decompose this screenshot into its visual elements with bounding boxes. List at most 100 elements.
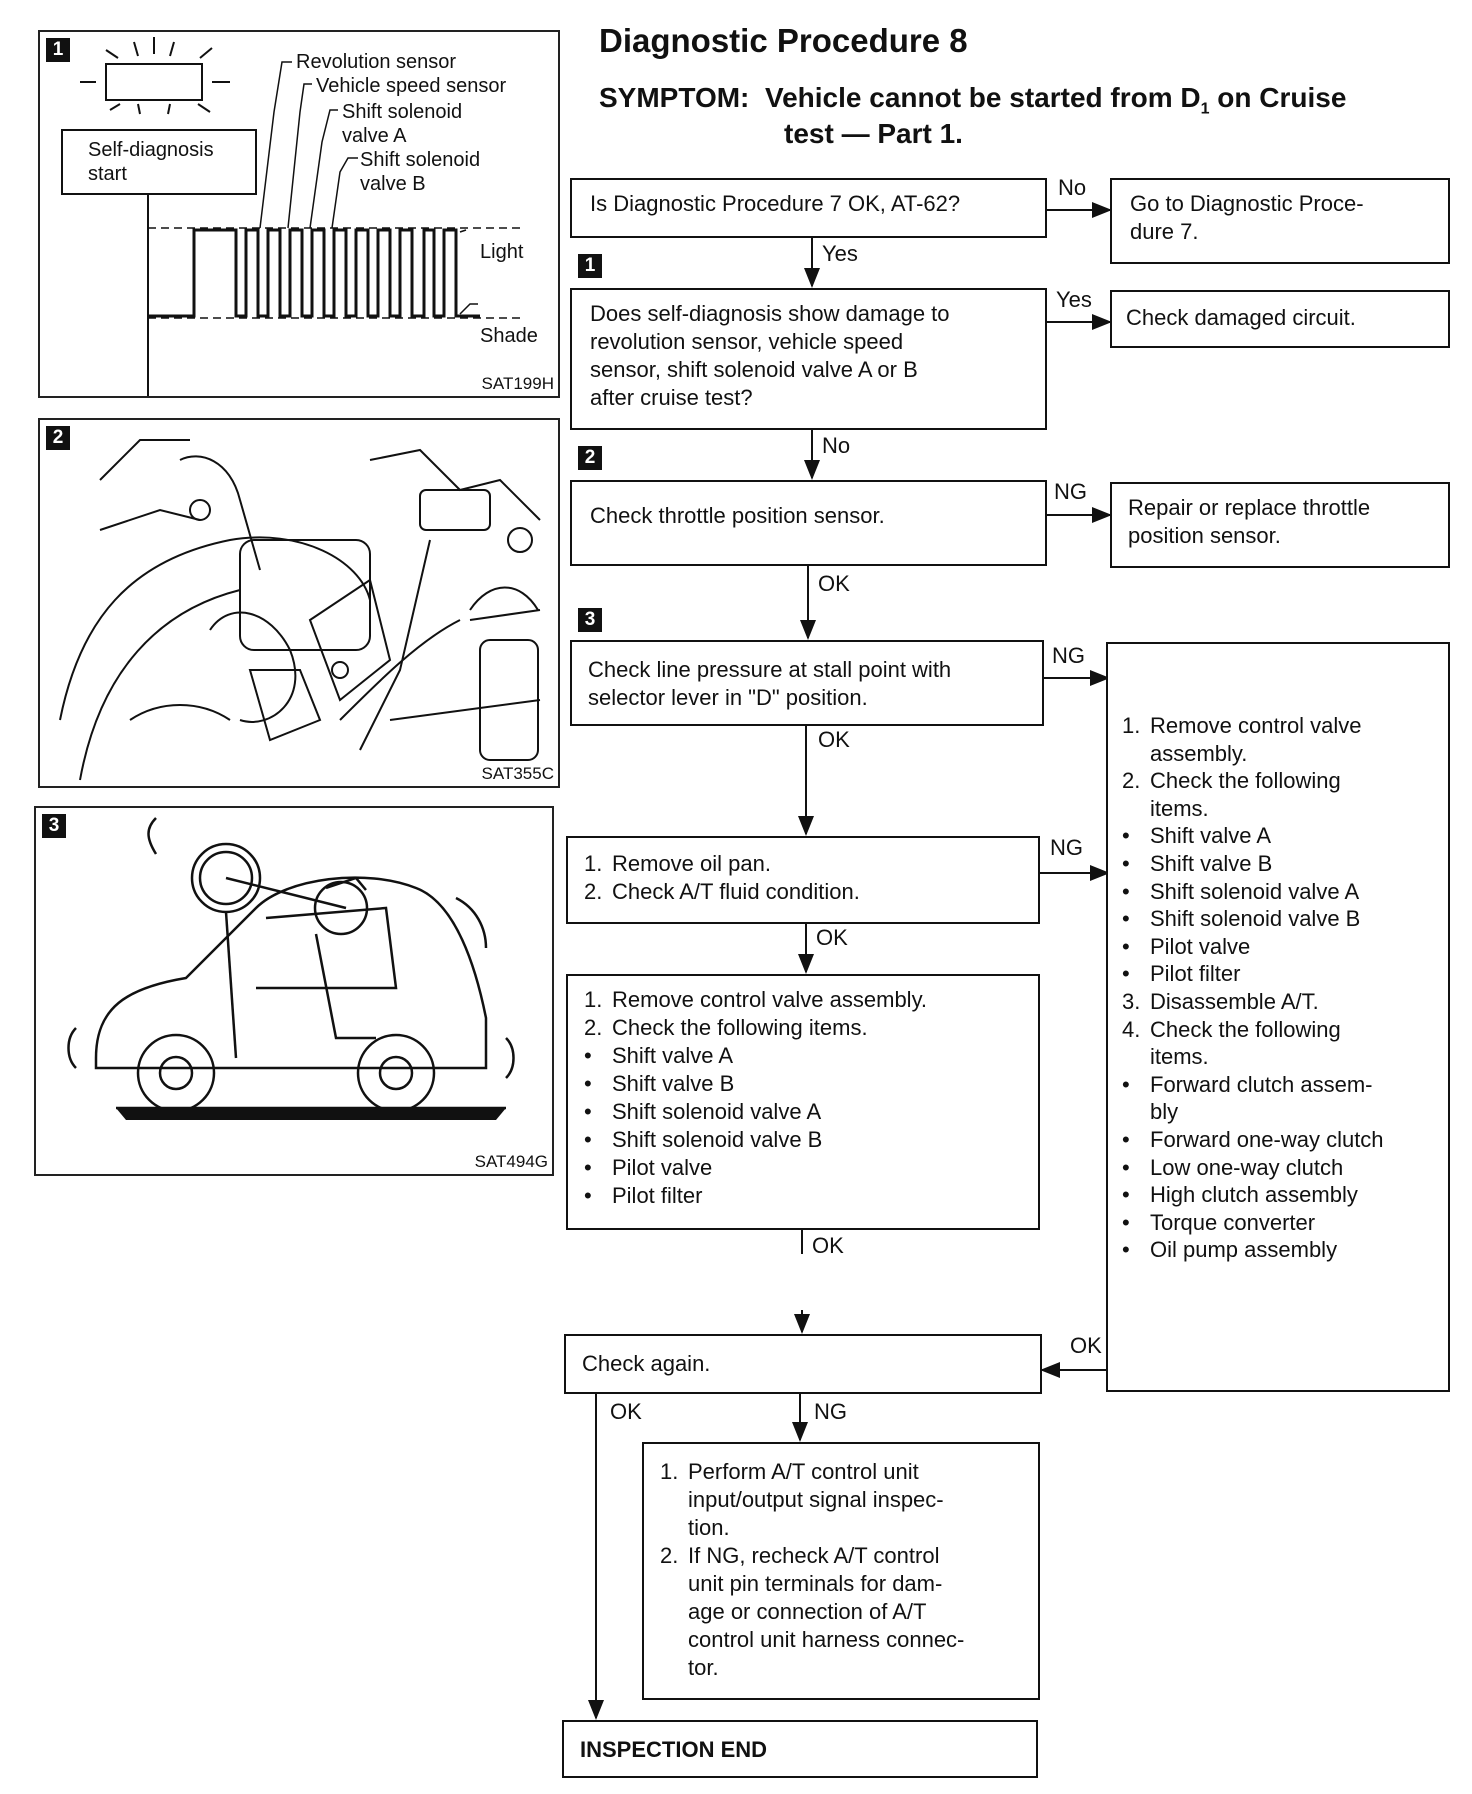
label-no: No [1058, 175, 1087, 200]
page-title: Diagnostic Procedure 8 [599, 22, 968, 59]
perform-item: age or connection of A/T [660, 1598, 1022, 1626]
perform-marker [660, 1626, 688, 1654]
oil-pan-step-2: 2. Check A/T fluid condition. [584, 878, 1022, 906]
rb-marker: • [1122, 933, 1130, 959]
rb-marker: • [1122, 906, 1130, 932]
rb-text: High clutch assembly [1150, 1182, 1358, 1208]
rb-marker: 3. [1122, 988, 1141, 1014]
repair-throttle-sensor: Repair or replace throttle position sens… [1110, 482, 1450, 568]
rb-marker [1122, 1098, 1150, 1126]
cv-item: •Shift valve A [584, 1042, 1022, 1070]
step-3-badge: 3 [578, 608, 602, 632]
rb-text: Forward one-way clutch [1150, 1126, 1384, 1152]
cv-item: •Shift solenoid valve B [584, 1126, 1022, 1154]
self-diagnosis-start-label-1: Self-diagnosis [88, 139, 214, 161]
rb-item: items. [1122, 795, 1438, 823]
cv-item-text: Pilot filter [612, 1183, 703, 1208]
q-selfdiag-line-2: revolution sensor, vehicle speed [590, 329, 904, 354]
rb-item: •Pilot filter [1122, 960, 1438, 988]
check-again: Check again. [564, 1334, 1042, 1394]
figure-2-code: SAT355C [481, 764, 554, 783]
rb-marker: • [1122, 1209, 1130, 1235]
rb-item: 4. Check the following [1122, 1016, 1438, 1044]
rb-item: • Shift solenoid valve B [1122, 905, 1438, 933]
rb-text: Pilot filter [1150, 961, 1241, 987]
perform-io-inspection: 1.Perform A/T control unit input/output … [642, 1442, 1040, 1700]
revolution-sensor-label: Revolution sensor [296, 51, 457, 73]
rb-text: Remove control valve [1150, 713, 1362, 738]
cv-item-marker: • [584, 1071, 592, 1096]
remove-oil-pan: 1.Remove oil pan. 2.Check A/T fluid cond… [566, 836, 1040, 924]
cv-item-text: Shift valve B [612, 1071, 735, 1096]
rb-text: Pilot valve [1150, 933, 1251, 959]
rb-marker [1122, 1043, 1150, 1071]
perform-text: control unit harness connec- [688, 1627, 965, 1652]
cv-item-text: Remove control valve assembly. [612, 987, 928, 1012]
cv-item: 1.Remove control valve assembly. [584, 986, 1022, 1014]
perform-text: tion. [688, 1515, 730, 1540]
rb-text: Shift solenoid valve B [1150, 906, 1361, 932]
perform-item: 1.Perform A/T control unit [660, 1458, 1022, 1486]
go-procedure-7-line-1: Go to Diagnostic Proce- [1130, 191, 1364, 216]
rb-item: • Forward one-way clutch [1122, 1126, 1438, 1154]
rb-item: assembly. [1122, 740, 1438, 768]
go-procedure-7-line-2: dure 7. [1130, 219, 1199, 244]
car-illustration [67, 817, 515, 1120]
symptom-line-1: SYMPTOM: Vehicle cannot be started from … [599, 82, 1346, 119]
rb-marker: 1. [1122, 713, 1141, 738]
q-selfdiag-line-4: after cruise test? [590, 385, 753, 410]
rb-item: •Shift valve A [1122, 822, 1438, 850]
perform-text: age or connection of A/T [688, 1599, 927, 1624]
rb-text: Low one-way clutch [1150, 1154, 1344, 1180]
figure-1-code: SAT199H [481, 374, 554, 393]
label-ok-4: OK [812, 1233, 844, 1258]
oil-pan-step-2-text: Check A/T fluid condition. [612, 879, 860, 904]
label-ok-3: OK [816, 925, 848, 950]
rb-text: Check the following [1150, 1016, 1341, 1042]
cv-item-marker: 2. [584, 1015, 603, 1040]
rb-marker: • [1122, 1182, 1130, 1208]
cv-item: • Shift valve B [584, 1070, 1022, 1098]
figure-3-badge: 3 [42, 814, 66, 838]
label-ng-3: NG [1050, 835, 1083, 860]
perform-marker [660, 1654, 688, 1682]
oil-pan-step-1-text: Remove oil pan. [612, 851, 771, 876]
rb-text: Torque converter [1150, 1209, 1316, 1235]
cv-item-marker: • [584, 1043, 592, 1068]
check-damaged-text: Check damaged circuit. [1126, 305, 1356, 330]
repair-tps-line-2: position sensor. [1128, 523, 1281, 548]
oil-pan-step-2-num: 2. [584, 879, 603, 904]
rb-text: Oil pump assembly [1150, 1237, 1338, 1263]
cv-item-text: Shift solenoid valve B [612, 1127, 823, 1152]
rb-marker: • [1122, 1071, 1130, 1097]
label-ok-5: OK [1070, 1333, 1102, 1358]
step-2-badge: 2 [578, 446, 602, 470]
label-ok-1: OK [818, 571, 850, 596]
rb-marker: • [1122, 1126, 1130, 1152]
q-selfdiag-line-3: sensor, shift solenoid valve A or B [590, 357, 918, 382]
cv-item-text: Check the following items. [612, 1015, 868, 1040]
rb-text: Shift valve B [1150, 850, 1273, 876]
perform-marker [660, 1570, 688, 1598]
symptom-text-1: Vehicle cannot be started from D [764, 82, 1201, 113]
perform-text: unit pin terminals for dam- [688, 1571, 943, 1596]
rb-text: Forward clutch assem- [1150, 1071, 1373, 1097]
rb-item: 1. Remove control valve [1122, 712, 1438, 740]
rb-item: • Pilot valve [1122, 933, 1438, 961]
perform-marker: 2. [660, 1543, 679, 1568]
check-line-line-2: selector lever in "D" position. [588, 685, 868, 710]
check-again-text: Check again. [582, 1351, 711, 1376]
shift-solenoid-a-label-2: valve A [342, 125, 407, 147]
check-tps-text: Check throttle position sensor. [590, 503, 885, 528]
question-procedure-7: Is Diagnostic Procedure 7 OK, AT-62? [570, 178, 1047, 238]
rb-item: •Low one-way clutch [1122, 1154, 1438, 1182]
self-diagnosis-start-label-2: start [88, 163, 127, 185]
rb-marker: 4. [1122, 1016, 1141, 1042]
rb-item: •Shift solenoid valve A [1122, 878, 1438, 906]
rb-text: Shift solenoid valve A [1150, 878, 1360, 904]
rb-text: Shift valve A [1150, 823, 1272, 849]
shift-solenoid-b-label-1: Shift solenoid [360, 149, 481, 171]
question-procedure-7-text: Is Diagnostic Procedure 7 OK, AT-62? [590, 191, 961, 216]
perform-item: 2.If NG, recheck A/T control [660, 1542, 1022, 1570]
